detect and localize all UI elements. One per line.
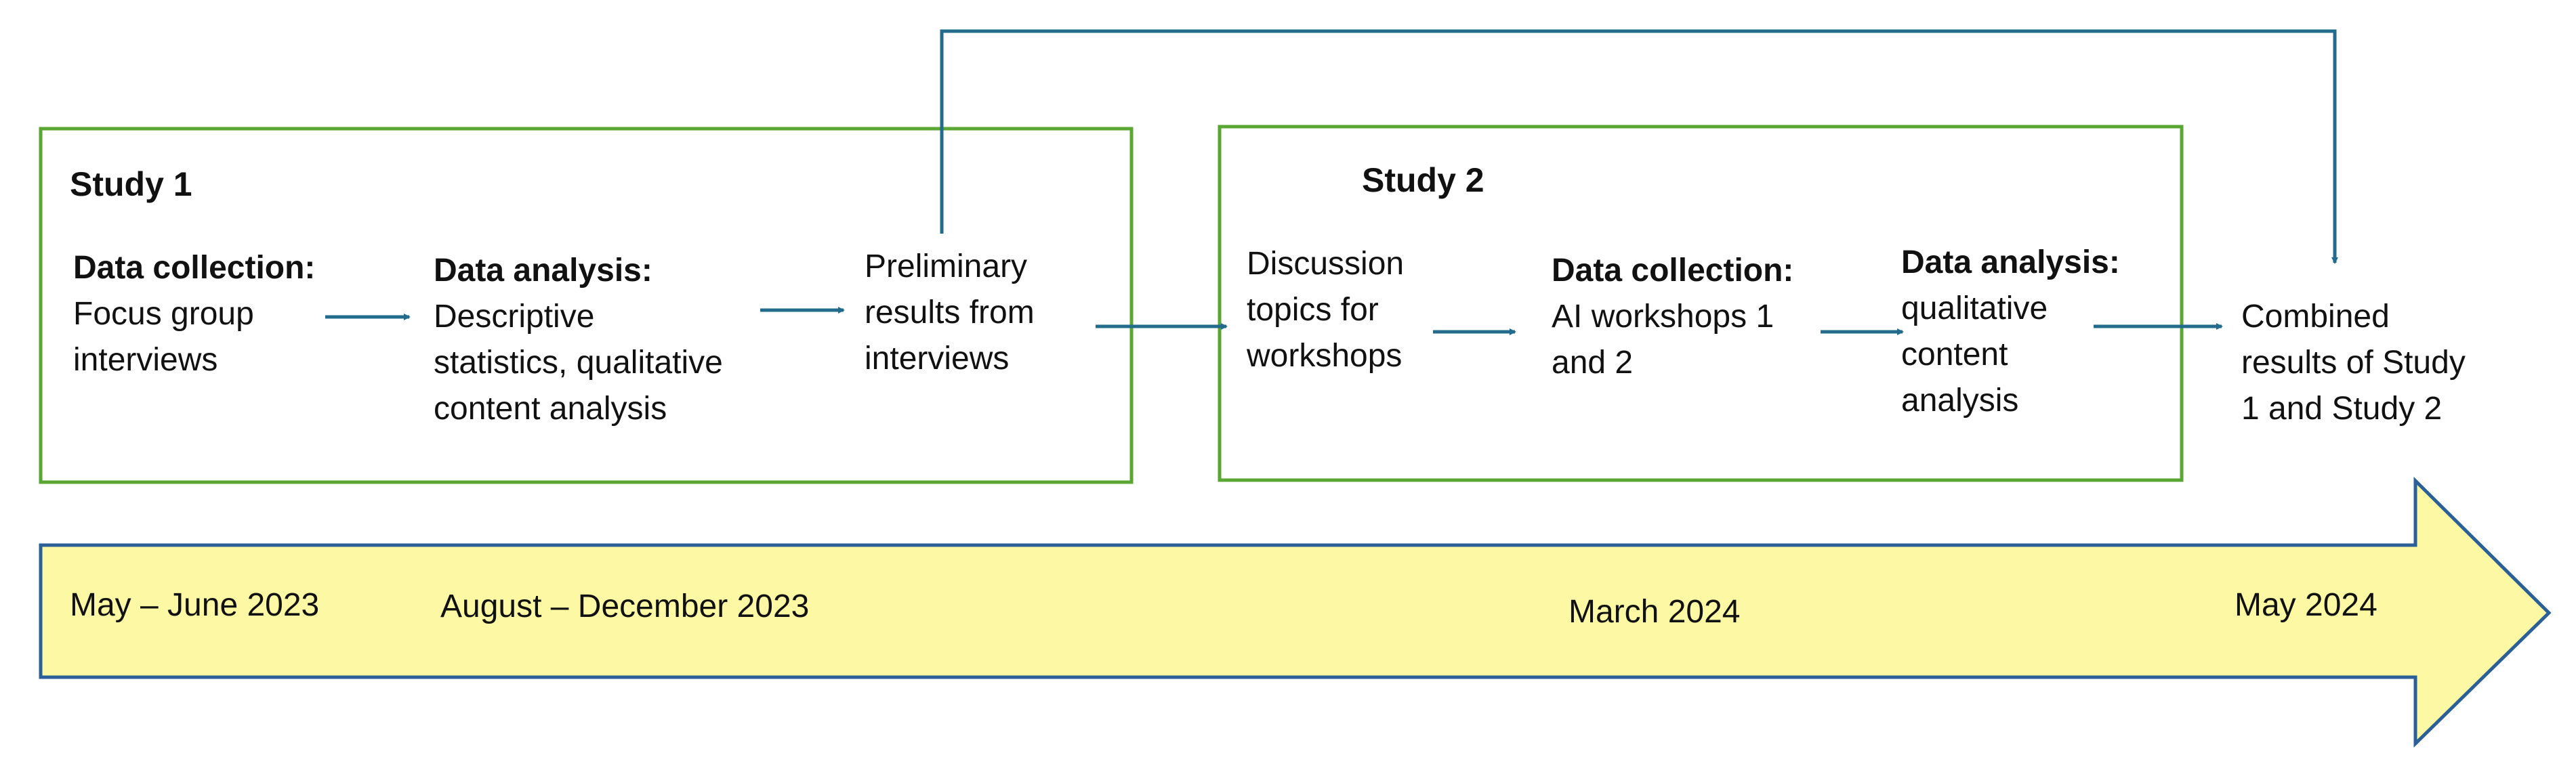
data-analysis-text: Descriptive statistics, qualitative cont…: [434, 299, 723, 427]
data-analysis-text: qualitative content analysis: [1901, 291, 2048, 419]
study-1-box: [39, 127, 1134, 484]
timeline-date-1: May – June 2023: [70, 587, 320, 623]
data-collection-text: Focus group interviews: [73, 296, 254, 378]
timeline-date-4: May 2024: [2235, 587, 2377, 623]
discussion-topics: Discussion topics for workshops: [1247, 246, 1405, 374]
data-collection-heading: Data collection:: [73, 250, 316, 286]
study-1-data-collection: Data collection: Focus group interviews: [73, 245, 315, 383]
feedback-connector: [940, 29, 2338, 264]
data-collection-text: AI workshops 1 and 2: [1552, 299, 1774, 381]
data-collection-heading: Data collection:: [1552, 253, 1794, 288]
study-1-title: Study 1: [70, 165, 192, 203]
study-2-box: [1218, 125, 2184, 482]
data-analysis-heading: Data analysis:: [1901, 244, 2120, 280]
timeline-date-3: March 2024: [1569, 594, 1741, 630]
combined-results: Combined results of Study 1 and Study 2: [2241, 299, 2466, 427]
study-2-title: Study 2: [1362, 161, 1484, 199]
study-1-data-analysis: Data analysis: Descriptive statistics, q…: [434, 248, 723, 432]
data-analysis-heading: Data analysis:: [434, 253, 652, 288]
timeline-arrow: [39, 477, 2552, 748]
study-2-data-collection: Data collection: AI workshops 1 and 2: [1552, 248, 1793, 386]
study-2-data-analysis: Data analysis: qualitative content analy…: [1901, 240, 2120, 424]
preliminary-results: Preliminary results from interviews: [865, 249, 1035, 377]
timeline-date-2: August – December 2023: [440, 588, 810, 624]
